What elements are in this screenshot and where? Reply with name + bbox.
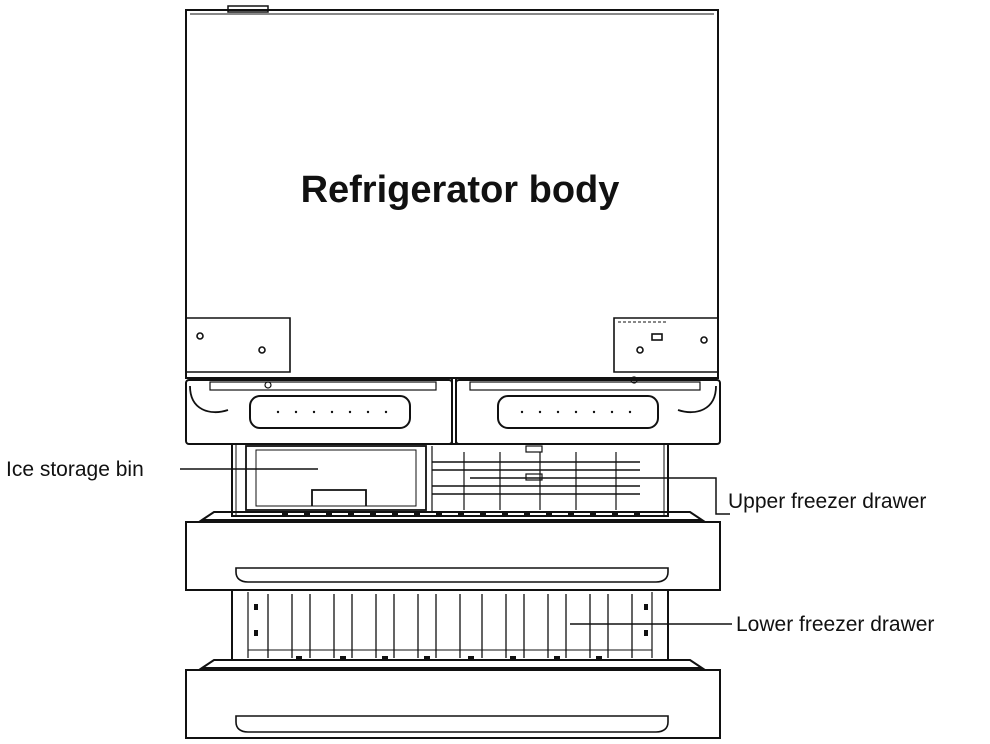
lower-drawer-dividers: [248, 594, 652, 658]
left-hinge-bracket: [186, 317, 291, 373]
upper-drawer-tray: [185, 511, 721, 591]
ice-storage-bin-label: Ice storage bin: [6, 458, 144, 481]
upper-freezer-drawer-label: Upper freezer drawer: [728, 490, 926, 513]
handle-dots: [264, 376, 638, 414]
callout-leaders: [180, 468, 732, 625]
ice-storage-bin: [245, 445, 427, 511]
lower-drawer-clips: [254, 604, 648, 661]
lower-freezer-drawer-label: Lower freezer drawer: [736, 613, 934, 636]
lower-drawer-tray: [185, 659, 721, 739]
refrigerator-body-label: Refrigerator body: [301, 169, 620, 211]
upper-drawer-rail-teeth: [282, 511, 640, 516]
upper-drawer-leader: [470, 477, 730, 515]
door-base-rail: [185, 377, 721, 445]
right-hinge-bracket: [613, 317, 718, 373]
upper-freezer-drawer: [231, 443, 669, 517]
